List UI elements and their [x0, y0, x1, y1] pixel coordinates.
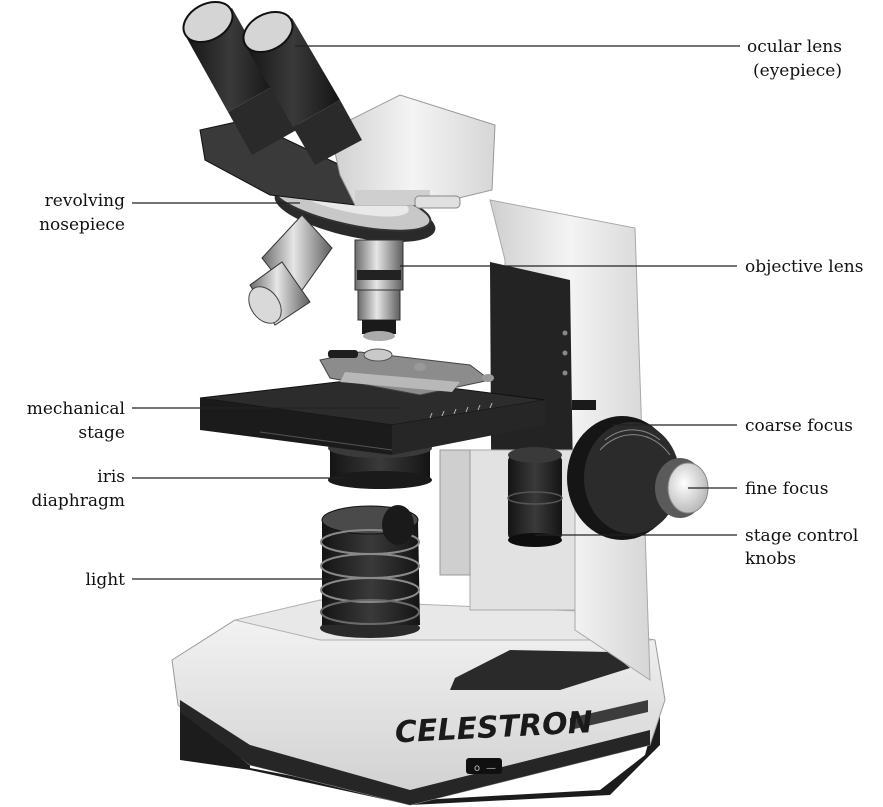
power-off-symbol: —	[486, 763, 496, 774]
label-revolving-nosepiece: revolving	[45, 191, 125, 211]
power-switch[interactable]: o —	[466, 758, 502, 774]
label-ocular-lens-line2: (eyepiece)	[753, 61, 842, 81]
label-stage-control-knobs-line2: knobs	[745, 549, 796, 569]
label-objective-lens: objective lens	[745, 257, 863, 277]
light-source	[320, 505, 420, 638]
label-fine-focus: fine focus	[745, 479, 828, 499]
label-ocular-lens: ocular lens	[747, 37, 842, 57]
objective-lens-upright	[355, 240, 403, 341]
label-iris-diaphragm: iris	[97, 467, 125, 487]
label-revolving-nosepiece-line2: nosepiece	[39, 215, 125, 235]
label-mechanical-stage: mechanical	[27, 399, 125, 419]
power-on-symbol: o	[474, 763, 480, 774]
label-stage-control-knobs: stage control	[745, 526, 858, 546]
label-coarse-focus: coarse focus	[745, 416, 853, 436]
label-mechanical-stage-line2: stage	[78, 423, 125, 443]
stage-control-knobs[interactable]	[508, 447, 562, 547]
objective-lens-tilted	[242, 215, 332, 329]
label-iris-diaphragm-line2: diaphragm	[31, 491, 125, 511]
label-light: light	[85, 570, 125, 590]
